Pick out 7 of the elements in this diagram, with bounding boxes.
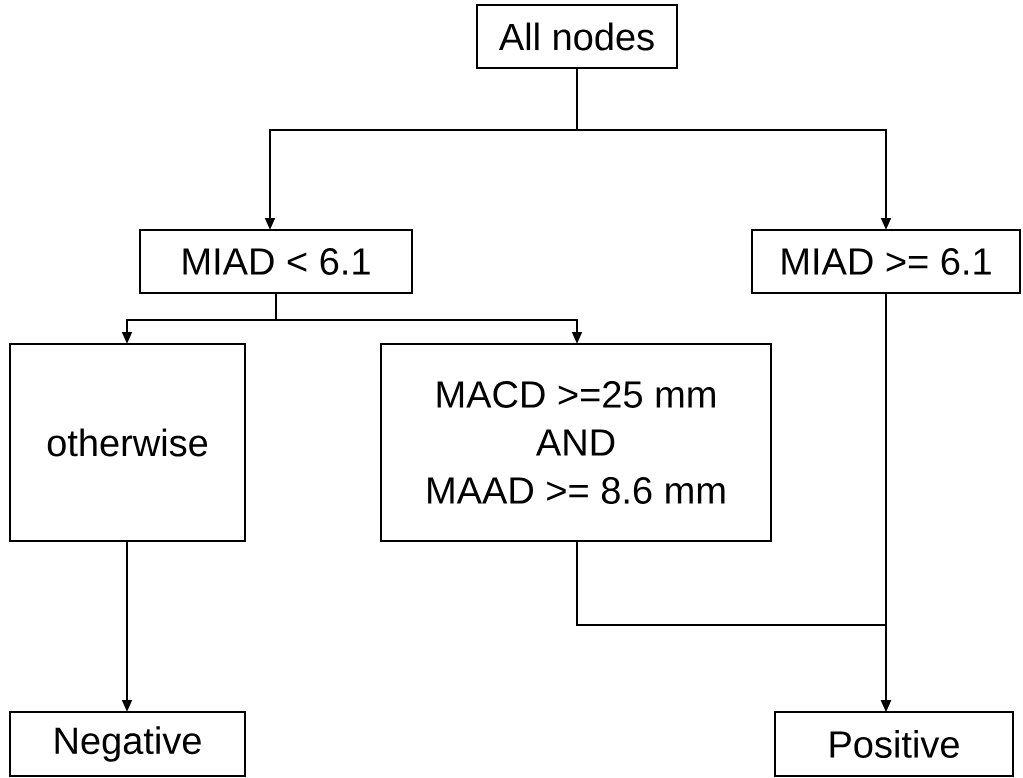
root-box: All nodes [476,4,678,69]
condition-box: MIAD >= 6.1 [751,229,1021,294]
condition-box: otherwise [9,343,246,542]
result-box: Positive [774,711,1014,777]
condition-box: MACD >=25 mm AND MAAD >= 8.6 mm [380,343,772,542]
condition-box: MIAD < 6.1 [139,229,413,294]
result-box: Negative [9,711,246,777]
